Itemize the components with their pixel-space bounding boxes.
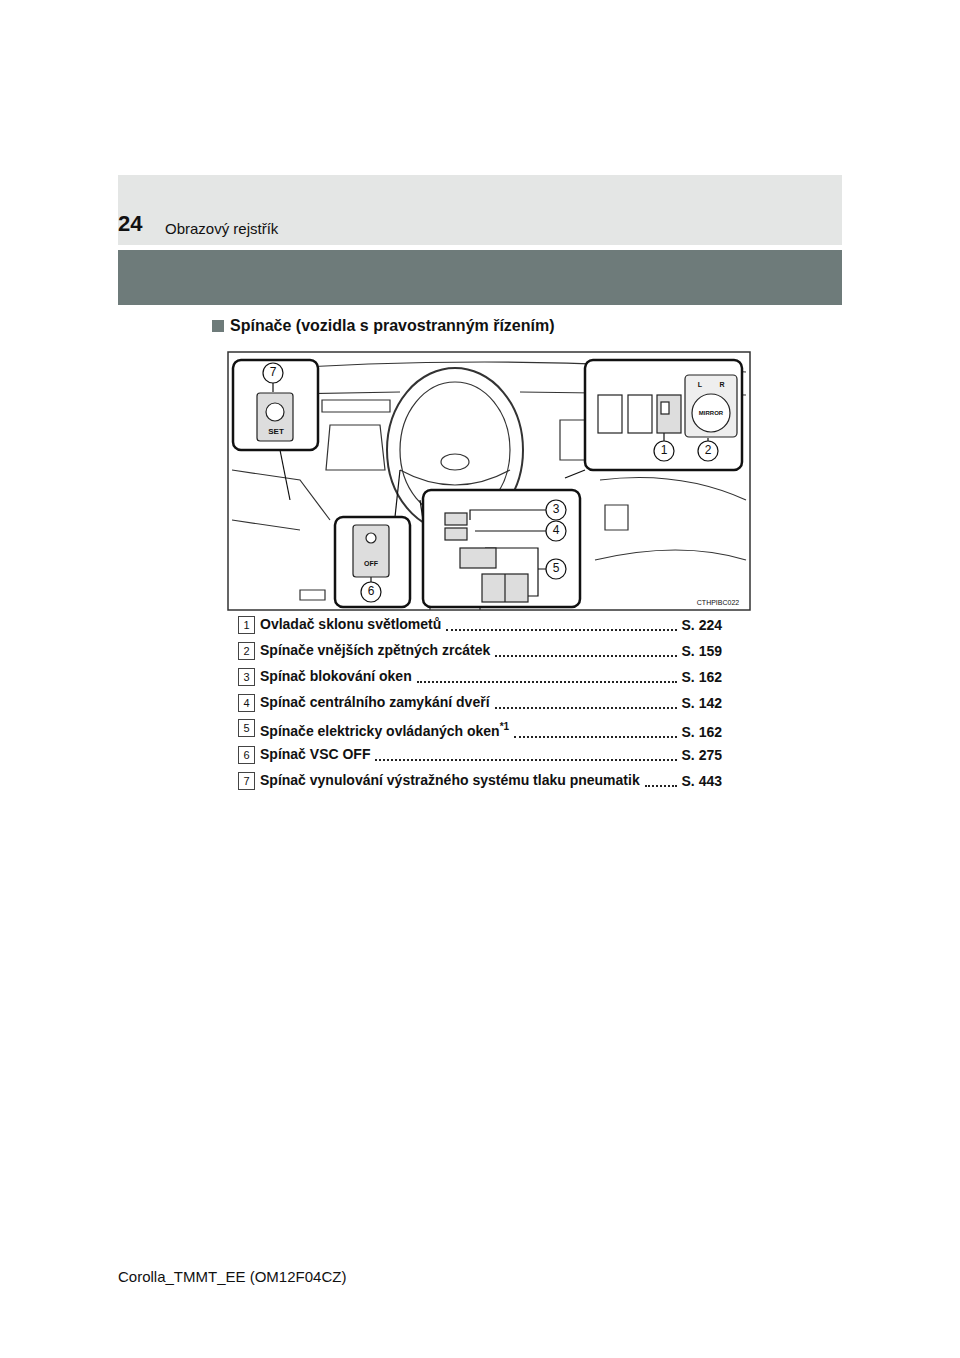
callout-number: 2: [705, 444, 712, 458]
switch-label: R: [719, 381, 724, 389]
dot-leader: [514, 736, 676, 738]
callout-number: 6: [368, 585, 375, 599]
callout-number: 5: [553, 562, 560, 576]
inset-boxes: [233, 360, 742, 607]
callout-number: 4: [553, 524, 560, 538]
dot-leader: [417, 681, 677, 683]
list-number: 1: [238, 616, 255, 634]
list-item-text: Spínač centrálního zamykání dveří: [260, 694, 490, 710]
list-item-text: Spínač VSC OFF: [260, 746, 370, 762]
list-number: 4: [238, 694, 255, 712]
page-reference: S. 275: [682, 747, 722, 763]
dot-leader: [375, 759, 676, 761]
list-number: 3: [238, 668, 255, 686]
page-reference: S. 224: [682, 617, 722, 633]
title-bullet: [212, 320, 224, 332]
switch-drawings: [257, 375, 737, 602]
list-row: Spínače vnějších zpětných zrcátek: [260, 640, 662, 660]
list-row: Spínač vynulování výstražného systému tl…: [260, 770, 660, 790]
list-item-text: Spínače elektricky ovládaných oken: [260, 723, 500, 739]
list-number: 2: [238, 642, 255, 660]
dot-leader: [446, 629, 676, 631]
page-reference: S. 159: [682, 643, 722, 659]
callout-number: 7: [270, 366, 277, 380]
list-row: Spínač VSC OFF: [260, 744, 662, 764]
page-reference: S. 443: [682, 773, 722, 789]
dot-leader: [645, 785, 677, 787]
dot-leader: [495, 655, 676, 657]
list-number: 5: [238, 719, 255, 737]
page-reference: S. 162: [682, 669, 722, 685]
page-reference: S. 162: [682, 724, 722, 740]
footer-code: Corolla_TMMT_EE (OM12F04CZ): [118, 1268, 346, 1285]
figure-code: CTHPIBC022: [697, 599, 739, 607]
list-item-text: Ovladač sklonu světlometů: [260, 616, 441, 632]
footnote-mark: *1: [500, 721, 509, 732]
list-row: Spínač blokování oken: [260, 666, 662, 686]
list-row: Spínače elektricky ovládaných oken*1: [260, 717, 662, 741]
list-row: Spínač centrálního zamykání dveří: [260, 692, 662, 712]
running-header: Obrazový rejstřík: [165, 220, 278, 237]
switch-label: MIRROR: [699, 410, 723, 417]
callout-number: 1: [661, 444, 668, 458]
list-item-text: Spínače vnějších zpětných zrcátek: [260, 642, 490, 658]
dashboard-illustration: [228, 352, 750, 610]
section-title: Spínače (vozidla s pravostranným řízením…: [230, 317, 555, 335]
header-dark-band: [118, 250, 842, 305]
callout-number: 3: [553, 503, 560, 517]
switch-label: OFF: [364, 560, 378, 568]
switch-label: L: [698, 381, 702, 389]
list-item-text: Spínač vynulování výstražného systému tl…: [260, 772, 640, 788]
list-number: 6: [238, 746, 255, 764]
dot-leader: [495, 707, 677, 709]
list-row: Ovladač sklonu světlometů: [260, 614, 662, 634]
page-number: 24: [118, 211, 142, 236]
switch-label: SET: [268, 427, 284, 436]
page-reference: S. 142: [682, 695, 722, 711]
list-number: 7: [238, 772, 255, 790]
list-item-text: Spínač blokování oken: [260, 668, 412, 684]
leader-lines: [273, 383, 708, 596]
callout-circles: [263, 363, 718, 602]
header-band: [118, 175, 842, 245]
